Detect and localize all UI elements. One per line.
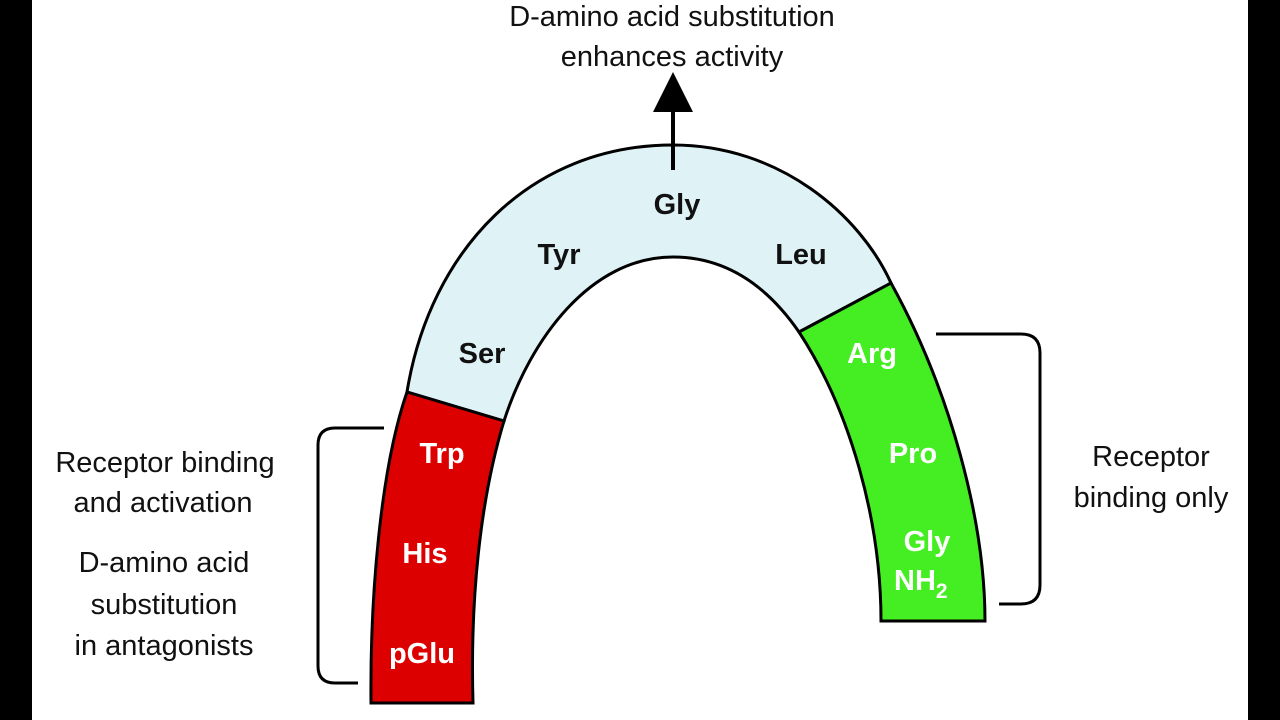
residue-nh-subscript: 2	[936, 580, 948, 603]
residue-leu: Leu	[775, 239, 827, 271]
left-bracket	[316, 426, 384, 685]
residue-ser: Ser	[459, 338, 506, 370]
right-annotation-line2: binding only	[1074, 482, 1229, 514]
left-annotation-line2: and activation	[74, 487, 253, 519]
residue-pro: Pro	[889, 438, 937, 470]
cterm-segment	[796, 280, 987, 623]
nterm-segment	[369, 390, 506, 705]
left-annotation-line3: D-amino acid	[79, 547, 250, 579]
residue-gly: Gly	[654, 189, 701, 221]
residue-nh: NH	[894, 565, 936, 597]
left-annotation-line1: Receptor binding	[55, 447, 274, 479]
left-annotation-line4: substitution	[91, 589, 238, 621]
diagram-panel	[32, 0, 1248, 720]
top-annotation-line2: enhances activity	[561, 41, 784, 73]
residue-arg: Arg	[847, 338, 897, 370]
right-bracket	[936, 332, 1042, 606]
linker-segment	[405, 143, 893, 423]
left-annotation-line5: in antagonists	[75, 630, 254, 662]
top-annotation-line1: D-amino acid substitution	[509, 1, 835, 33]
residue-his: His	[402, 538, 447, 570]
residue-pglu: pGlu	[389, 638, 455, 670]
residue-tyr: Tyr	[538, 239, 581, 271]
residue-nh2: NH2	[894, 565, 948, 603]
right-annotation-line1: Receptor	[1092, 441, 1210, 473]
residue-trp: Trp	[419, 438, 464, 470]
residue-gly-c: Gly	[904, 526, 951, 558]
